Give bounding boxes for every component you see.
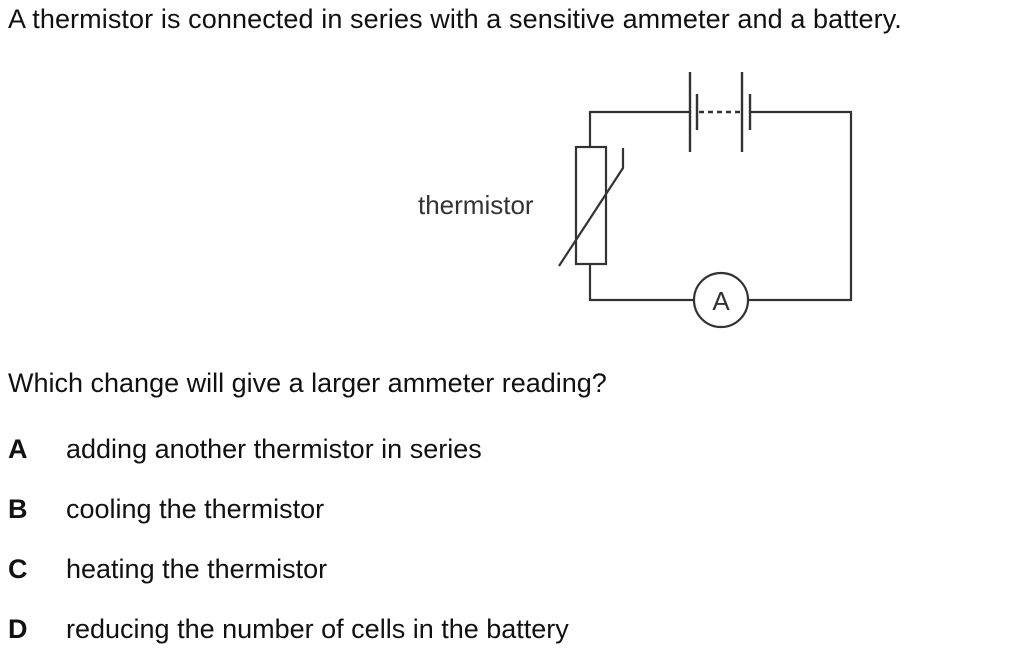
thermistor-diagonal [558, 148, 625, 267]
thermistor-symbol [558, 145, 625, 267]
battery-symbol [688, 72, 752, 152]
ammeter-symbol: A [692, 271, 750, 329]
option-c-text: heating the thermistor [66, 554, 328, 584]
question-prompt: Which change will give a larger ammeter … [8, 368, 607, 398]
option-a-letter: A [8, 434, 28, 464]
ammeter-circle [692, 271, 750, 329]
option-d-text: reducing the number of cells in the batt… [66, 614, 569, 644]
option-c-letter: C [8, 554, 28, 584]
question-stem: A thermistor is connected in series with… [8, 4, 902, 34]
thermistor-body [574, 145, 608, 266]
option-d-letter: D [8, 614, 28, 644]
ammeter-letter: A [712, 286, 730, 316]
option-a-text: adding another thermistor in series [66, 434, 482, 464]
option-b-text: cooling the thermistor [66, 494, 325, 524]
option-b-letter: B [8, 494, 28, 524]
thermistor-label: thermistor [418, 190, 534, 220]
